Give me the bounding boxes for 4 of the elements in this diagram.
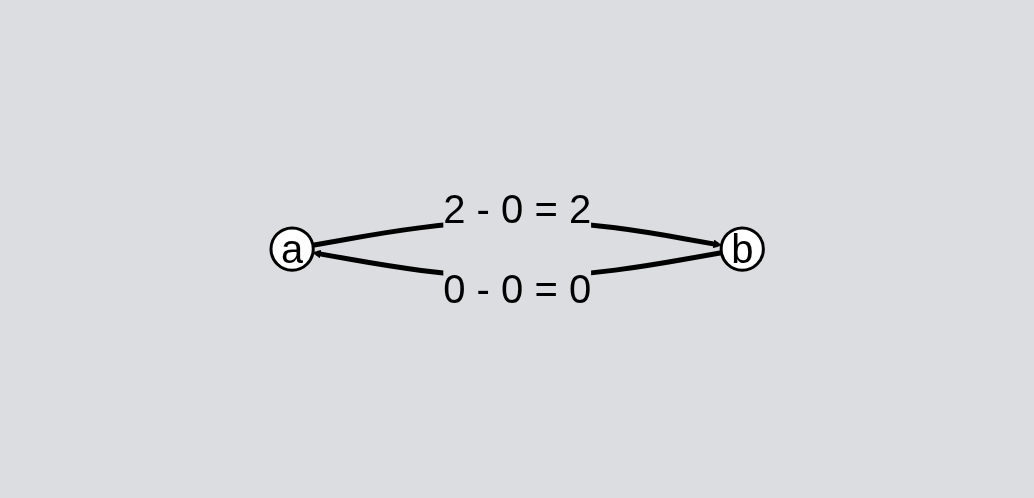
node-circle: a (269, 226, 315, 272)
edge-label: 2 - 0 = 2 (443, 187, 591, 231)
edge-label: 0 - 0 = 0 (443, 267, 591, 311)
node-circle: b (719, 226, 765, 272)
